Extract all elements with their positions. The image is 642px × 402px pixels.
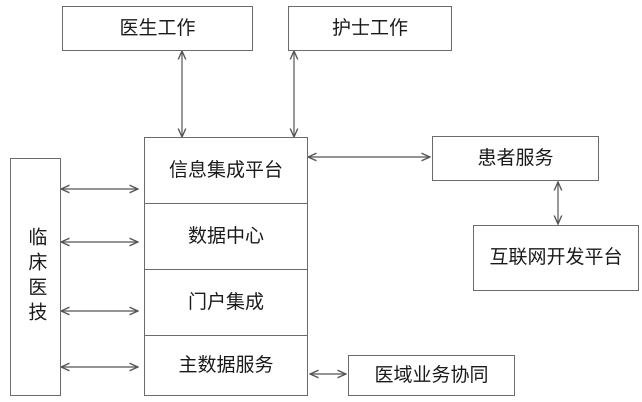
patient-service-box: 患者服务	[432, 136, 599, 181]
clinical-tech-box: 临床医技	[10, 158, 61, 396]
portal-integration-box: 门户集成	[145, 269, 307, 335]
doctor-work-box: 医生工作	[62, 6, 253, 51]
nurse-work-box: 护士工作	[288, 6, 452, 51]
integration-platform-box: 信息集成平台	[168, 158, 283, 181]
data-center-box: 数据中心	[145, 203, 307, 269]
platform-stack: 信息集成平台 数据中心 门户集成 主数据服务	[144, 137, 308, 396]
internet-platform-box: 互联网开发平台	[473, 225, 639, 291]
clinical-tech-label: 临床医技	[25, 227, 48, 327]
regional-collab-box: 医域业务协同	[348, 355, 515, 396]
master-data-box: 主数据服务	[145, 335, 307, 395]
